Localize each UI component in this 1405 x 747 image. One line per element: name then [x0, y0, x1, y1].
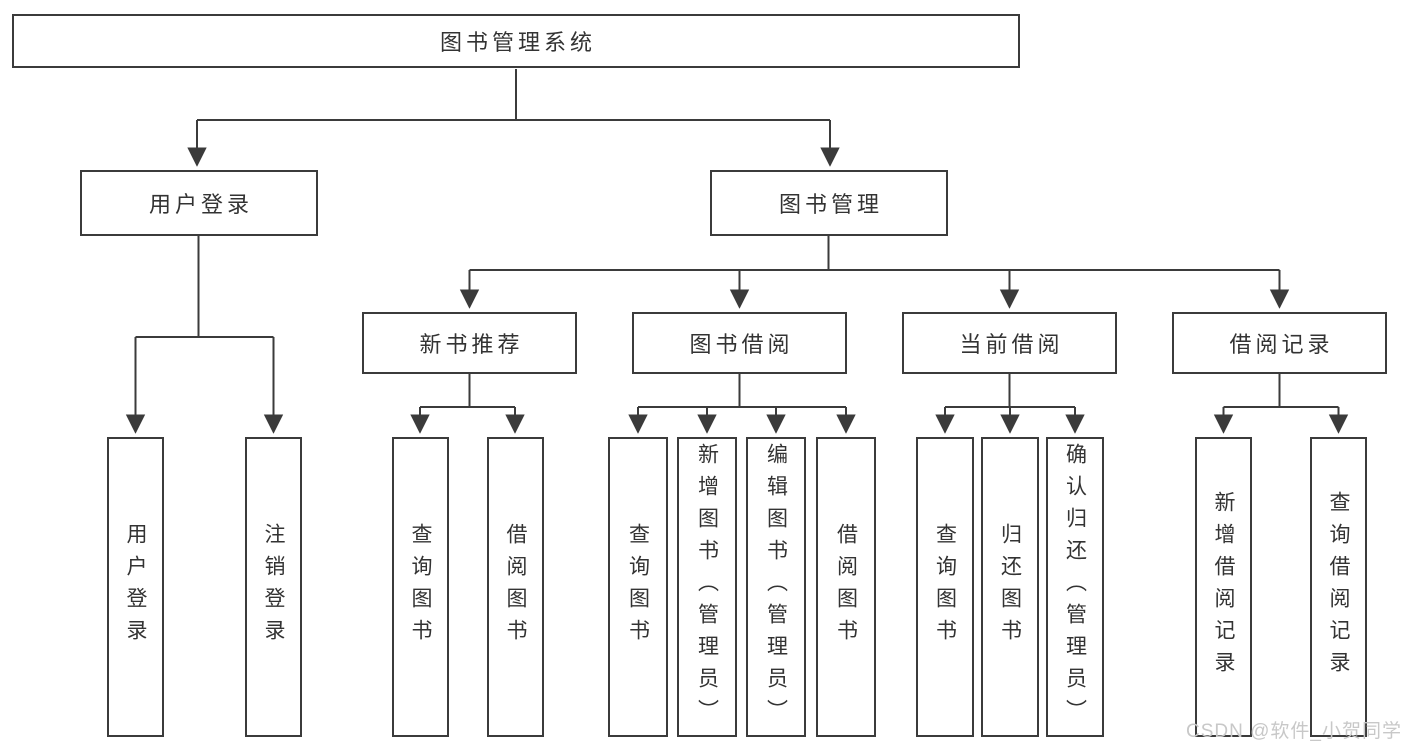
leaf-label: 借阅图书 — [834, 523, 858, 651]
leaf-label: 归还图书 — [998, 523, 1022, 651]
leaf-query-borrow-record: 查询借阅记录 — [1310, 437, 1367, 737]
leaf-label: 查询图书 — [409, 523, 432, 651]
node-label: 借阅记录 — [1229, 332, 1334, 357]
leaf-label: 借阅图书 — [504, 523, 527, 651]
leaf-label: 注销登录 — [262, 523, 285, 651]
leaf-edit-book-admin: 编辑图书（管理员） — [746, 437, 806, 737]
leaf-borrow-book-borrow: 借阅图书 — [816, 437, 876, 737]
leaf-label: 新增借阅记录 — [1212, 491, 1235, 683]
leaf-query-book-recommend: 查询图书 — [392, 437, 449, 737]
watermark: CSDN @软件_小贺同学 — [1186, 721, 1402, 742]
node-label: 图书借阅 — [689, 332, 794, 357]
leaf-borrow-book-recommend: 借阅图书 — [487, 437, 544, 737]
leaf-label: 用户登录 — [124, 523, 147, 651]
node-label: 图书管理 — [778, 192, 883, 217]
node-label: 图书管理系统 — [439, 30, 596, 55]
leaf-label: 查询图书 — [933, 523, 957, 651]
leaf-label: 编辑图书（管理员） — [764, 443, 788, 731]
leaf-query-book-borrow: 查询图书 — [608, 437, 668, 737]
node-book-management: 图书管理 — [710, 170, 948, 236]
node-book-borrowing: 图书借阅 — [632, 312, 847, 374]
node-library-management-system: 图书管理系统 — [12, 14, 1020, 68]
leaf-add-borrow-record: 新增借阅记录 — [1195, 437, 1252, 737]
leaf-label: 查询借阅记录 — [1327, 491, 1350, 683]
leaf-label: 查询图书 — [626, 523, 650, 651]
leaf-add-book-admin: 新增图书（管理员） — [677, 437, 737, 737]
node-user-login: 用户登录 — [80, 170, 318, 236]
leaf-user-login: 用户登录 — [107, 437, 164, 737]
node-label: 用户登录 — [148, 192, 253, 217]
leaf-logout-login: 注销登录 — [245, 437, 302, 737]
node-new-book-recommend: 新书推荐 — [362, 312, 577, 374]
node-label: 新书推荐 — [419, 332, 524, 357]
node-current-borrowing: 当前借阅 — [902, 312, 1117, 374]
node-label: 当前借阅 — [959, 332, 1064, 357]
leaf-label: 确认归还（管理员） — [1063, 443, 1087, 731]
leaf-label: 新增图书（管理员） — [695, 443, 719, 731]
leaf-confirm-return-admin: 确认归还（管理员） — [1046, 437, 1104, 737]
node-borrowing-records: 借阅记录 — [1172, 312, 1387, 374]
leaf-return-book: 归还图书 — [981, 437, 1039, 737]
leaf-query-book-current: 查询图书 — [916, 437, 974, 737]
